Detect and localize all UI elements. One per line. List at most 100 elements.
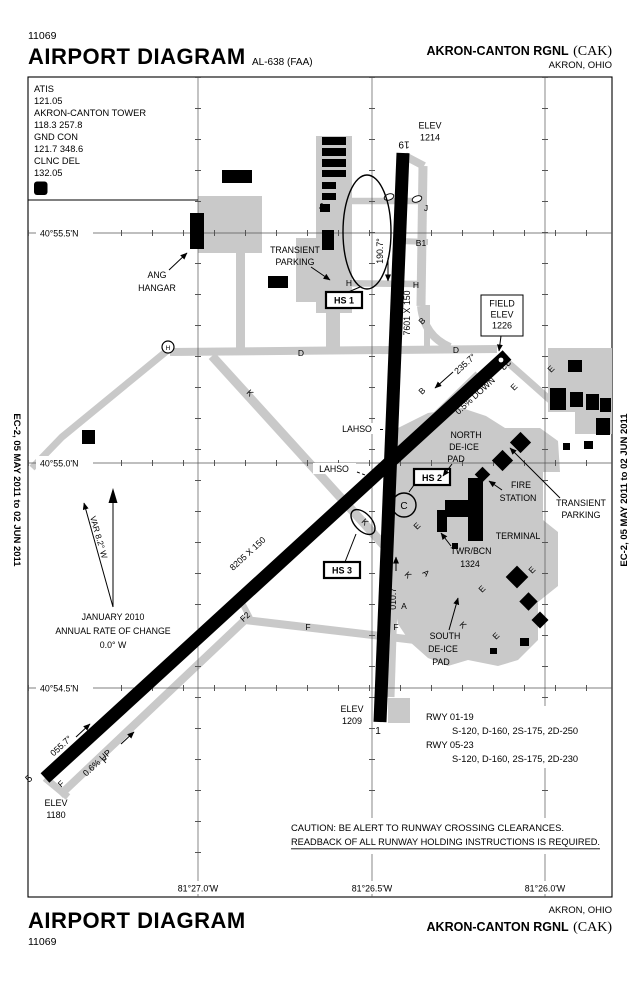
closed-marking-icon <box>411 195 423 203</box>
latitude-label: 40°54.5'N <box>40 684 78 694</box>
tower-elev-value: 1324 <box>460 559 480 569</box>
rwy-01-number: 1 <box>375 726 381 737</box>
taxiway-label: E <box>490 630 501 641</box>
runway-23-elevation-dot <box>498 357 504 363</box>
taxiway-label: D <box>298 348 304 358</box>
comm-row: 121.05 <box>34 96 62 106</box>
transient-parking-label: PARKING <box>562 510 601 520</box>
hs1-box <box>324 290 364 310</box>
comm-row: GND CON <box>34 132 78 142</box>
overlays <box>75 174 600 850</box>
north-deice-label: NORTH <box>450 430 481 440</box>
north-deice-label: DE-ICE <box>449 442 479 452</box>
page-title-bottom: AIRPORT DIAGRAM <box>28 908 246 933</box>
field-elev: ELEV <box>490 310 513 320</box>
south-deice-label: DE-ICE <box>428 644 458 654</box>
longitude-label: 81°26.0'W <box>525 884 566 894</box>
latitude-label: 40°55.5'N <box>40 229 78 239</box>
chart-id-top: 11069 <box>28 30 57 42</box>
comm-row: 121.7 348.6 <box>34 144 83 154</box>
magvar-annotation: 0.0° W <box>100 640 127 650</box>
rwy01-elev: ELEV <box>340 704 363 714</box>
taxiway-label: E <box>476 583 487 594</box>
taxiway-c-label: C <box>400 501 407 512</box>
page-title-top: AIRPORT DIAGRAM <box>28 44 246 69</box>
taxiway-label: F <box>100 754 111 765</box>
magvar-label: VAR 8.2° W <box>88 515 110 560</box>
longitude-label: 81°26.5'W <box>352 884 393 894</box>
helipad-icon <box>161 340 175 354</box>
comm-row: ATIS <box>34 84 54 94</box>
lahso-label: LAHSO <box>319 464 349 474</box>
taxiway-label: K <box>403 569 414 580</box>
tower-building <box>452 543 458 549</box>
south-deice-label: SOUTH <box>430 631 461 641</box>
asos-d-icon <box>34 181 48 195</box>
runway-05-23 <box>40 350 512 783</box>
taxiway-label: H <box>413 280 419 290</box>
city-top: AKRON, OHIO <box>548 60 612 71</box>
taxiway-label: E <box>411 520 422 531</box>
ang-hangar-label: ANG <box>147 270 166 280</box>
rwy19-elev-value: 1214 <box>420 133 440 143</box>
runway-data-row: RWY 05-23 <box>426 740 474 750</box>
terminal-building <box>468 478 483 541</box>
south-deice-label: PAD <box>432 657 449 667</box>
airport-code: (CAK) <box>573 920 612 935</box>
taxiway-label: H <box>346 278 352 288</box>
airport-name-bottom: AKRON-CANTON RGNL (CAK) <box>427 918 612 936</box>
ang-hangar-label: HANGAR <box>138 283 176 293</box>
tower-label: TWR/BCN <box>450 546 491 556</box>
runway-data-strength: S-120, D-160, 2S-175, 2D-250 <box>452 726 578 736</box>
airport-code: (CAK) <box>573 44 612 59</box>
buildings <box>82 137 611 654</box>
terminal-label: TERMINAL <box>496 531 541 541</box>
north-deice-label: PAD <box>447 454 464 464</box>
rwy-19-heading: 190.7° <box>375 238 385 264</box>
caution-line: READBACK OF ALL RUNWAY HOLDING INSTRUCTI… <box>291 837 600 847</box>
hs2-box <box>412 467 452 487</box>
taxiway-label: B1 <box>416 238 427 248</box>
taxiway-c-circle <box>391 492 417 518</box>
latitude-label: 40°55.0'N <box>40 459 78 469</box>
taxiway-label: B <box>416 315 427 326</box>
transient-parking-label: PARKING <box>276 257 315 267</box>
comm-row: 118.3 257.8 <box>34 120 82 130</box>
hs3-box <box>322 560 362 580</box>
ang-hangar-building <box>190 213 204 249</box>
hotspot-3-ellipse <box>350 508 376 536</box>
rwy05-elev-value: 1180 <box>46 810 65 820</box>
hotspot-1-ellipse <box>342 174 392 290</box>
fire-station-label: FIRE <box>511 480 531 490</box>
comm-row: CLNC DEL <box>34 156 80 166</box>
field-elev: FIELD <box>489 299 515 309</box>
taxiway-label: E <box>508 381 519 392</box>
runway-01-19 <box>373 152 410 723</box>
edition-note-left: EC-2, 05 MAY 2011 to 02 JUN 2011 <box>11 413 22 567</box>
airport-name-text: AKRON-CANTON RGNL <box>426 920 569 934</box>
rwy-23-heading: 235.7° <box>452 351 478 376</box>
taxiway-label: K <box>360 516 371 527</box>
longitude-label: 81°27.0'W <box>178 884 219 894</box>
rwy-05-number: 5 <box>24 773 36 785</box>
transient-parking-label: TRANSIENT <box>270 245 320 255</box>
comm-box: ATIS 121.05 AKRON-CANTON TOWER 118.3 257… <box>28 84 198 201</box>
caution-line: CAUTION: BE ALERT TO RUNWAY CROSSING CLE… <box>291 823 564 833</box>
city-bottom: AKRON, OHIO <box>548 905 612 916</box>
rwy05-elev: ELEV <box>44 798 67 808</box>
edition-note-right: EC-2, 05 MAY 2011 to 02 JUN 2011 <box>619 413 630 567</box>
taxiway-label: E <box>545 363 556 374</box>
airport-name-text: AKRON-CANTON RGNL <box>426 44 569 58</box>
hs3-label: HS 3 <box>332 566 352 576</box>
taxiway-label: J <box>424 203 428 213</box>
rwy19-elev: ELEV <box>418 121 441 131</box>
comm-row: 132.05 <box>34 168 62 178</box>
procedure-id: AL-638 (FAA) <box>252 57 313 68</box>
helipad-h-label: H <box>166 345 171 352</box>
runway-data-row: RWY 01-19 <box>426 712 474 722</box>
taxiway-label: E <box>526 564 537 575</box>
magnetic-north-arrow-icon <box>82 502 114 608</box>
taxiway-label: F <box>305 622 310 632</box>
